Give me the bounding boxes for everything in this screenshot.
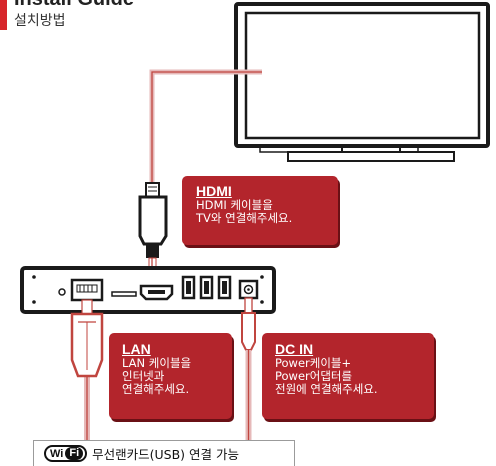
lan-callout-line-2: 인터넷과 [122,369,165,383]
lan-callout: LAN LAN 케이블을 인터넷과 연결해주세요. [109,333,232,419]
settop-box-icon [20,266,276,314]
hdmi-callout-line-1: HDMI 케이블을 [196,198,273,212]
lan-plug-icon [70,312,104,378]
wifi-logo-left: Wi [50,447,64,460]
wifi-note: Wi Fi 무선랜카드(USB) 연결 가능 [33,440,295,466]
dc-in-callout-line-3: 전원에 연결해주세요. [275,382,378,396]
tv-monitor-icon [234,2,490,162]
hdmi-callout-title: HDMI [196,183,232,199]
wifi-note-text: 무선랜카드(USB) 연결 가능 [92,447,239,462]
dc-in-callout: DC IN Power케이블+ Power어댑터를 전원에 연결해주세요. [262,333,434,419]
page-title-ko: 설치방법 [14,13,66,29]
wifi-logo-right: Fi [65,447,84,460]
wifi-logo-icon: Wi Fi [44,445,88,462]
lan-cable [81,299,93,440]
page-title-en: Install Guide [14,0,134,11]
hdmi-callout-line-2: TV와 연결해주세요. [196,211,293,225]
lan-callout-line-1: LAN 케이블을 [122,356,192,370]
hdmi-callout: HDMI HDMI 케이블을 TV와 연결해주세요. [182,176,338,245]
hdmi-cable [149,69,262,183]
lan-callout-title: LAN [122,341,151,357]
dc-in-callout-line-1: Power케이블+ [275,356,352,370]
title-accent-bar [0,0,7,30]
dc-in-callout-line-2: Power어댑터를 [275,369,353,383]
dc-in-callout-title: DC IN [275,341,314,357]
lan-callout-line-3: 연결해주세요. [122,382,190,396]
